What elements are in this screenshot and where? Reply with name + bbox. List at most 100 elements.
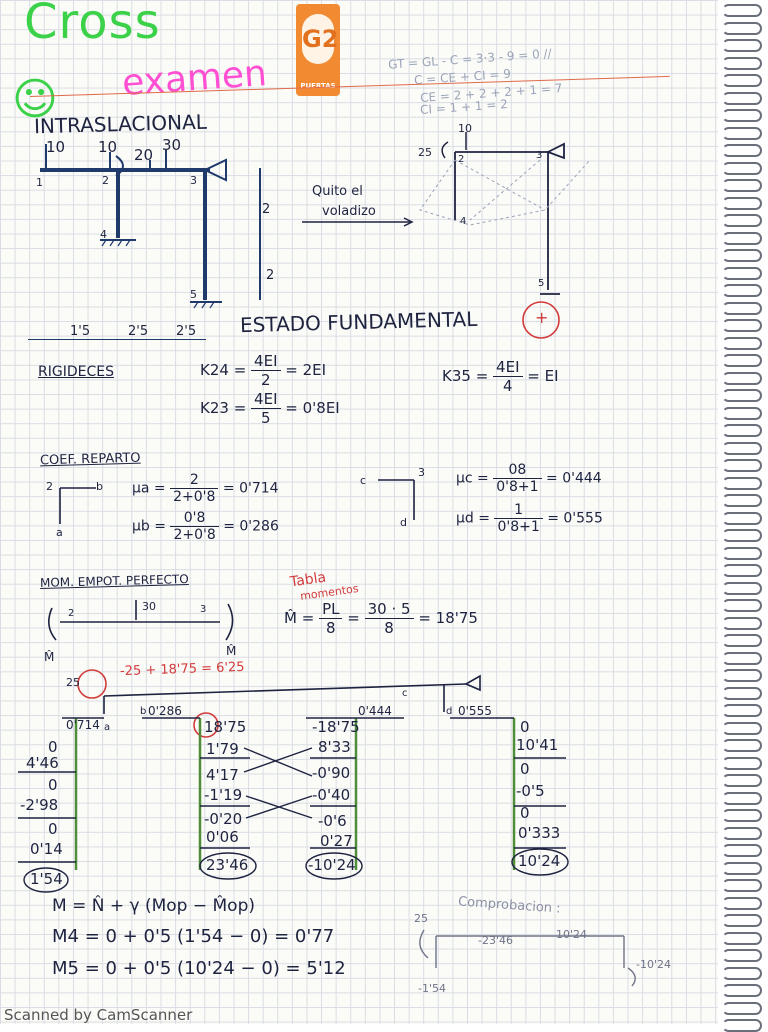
spiral-coil	[722, 336, 762, 350]
uc-num: 08	[493, 462, 542, 479]
k24-lhs: K24 =	[200, 361, 247, 379]
spiral-coil	[722, 319, 762, 332]
mom-eq: =	[347, 609, 360, 627]
col-b-val-3: 4'17	[206, 766, 239, 784]
coef-node-a: a	[56, 526, 63, 539]
load-label-2: 10	[98, 138, 118, 156]
notebook-spiral	[718, 0, 768, 1032]
col-d-val-1: 0	[520, 718, 530, 736]
spiral-coil	[722, 424, 762, 437]
load-label-1: 10	[46, 138, 66, 156]
coef-node-2: 2	[46, 480, 53, 493]
uc-den: 0'8+1	[496, 479, 539, 495]
load-label-4: 30	[162, 136, 182, 154]
ub-num: 0'8	[170, 510, 219, 527]
spiral-coil	[722, 879, 762, 892]
coef-node-c: c	[360, 474, 367, 487]
scanner-watermark: Scanned by CamScanner	[4, 1006, 193, 1024]
node-5: 5	[190, 288, 197, 301]
m4-result: M4 = 0 + 0'5 (1'54 − 0) = 0'77	[52, 926, 335, 947]
ub-rhs: = 0'286	[223, 518, 279, 535]
col-c-val-3: -0'90	[312, 764, 351, 782]
smiley-icon: ☺	[12, 74, 58, 125]
spiral-coil	[722, 861, 762, 875]
ud-num: 1	[494, 502, 543, 519]
col-c-val-5: -0'6	[318, 812, 347, 830]
load-label-3: 20	[134, 146, 154, 164]
spiral-coil	[722, 739, 762, 752]
check-val-4: -1'54	[418, 982, 446, 995]
coef-label-c-val: 0'444	[358, 704, 392, 718]
spiral-coil	[722, 1019, 762, 1032]
spiral-coil	[722, 284, 762, 297]
spiral-coil	[722, 791, 762, 805]
col-a-val-1: 0	[48, 738, 58, 756]
spiral-coil	[722, 966, 762, 980]
spiral-coil	[722, 249, 762, 262]
check-val-1: 25	[414, 912, 428, 925]
node-1: 1	[36, 176, 43, 189]
k35-rhs: = EI	[527, 367, 559, 385]
col-d-val-3: 0	[520, 760, 530, 778]
col-b-val-4: -1'19	[204, 786, 243, 804]
logo-mark: G2	[302, 14, 338, 64]
spiral-coil	[722, 109, 762, 122]
m5-result: M5 = 0 + 0'5 (10'24 − 0) = 5'12	[52, 958, 346, 979]
spiral-coil	[722, 826, 762, 840]
spiral-coil	[722, 844, 762, 857]
fundamental-sign: +	[535, 308, 549, 327]
coef-node-d: d	[400, 516, 407, 529]
k23-den: 5	[261, 409, 271, 427]
mom-node-2: 2	[68, 608, 75, 619]
col-d-val-5: 0	[520, 804, 530, 822]
spiral-coil	[722, 144, 762, 157]
col-c-result: -10'24	[308, 856, 356, 874]
spiral-coil	[722, 406, 762, 420]
col-d-val-4: -0'5	[516, 782, 545, 800]
span-label-2: 2'5	[128, 324, 149, 339]
comprobacion-sketch	[419, 929, 636, 987]
spiral-coil	[722, 581, 762, 595]
spiral-coil	[722, 949, 762, 962]
col-b-val-1: 18'75	[204, 718, 247, 736]
right-node-5: 5	[538, 278, 545, 289]
right-node-3: 3	[536, 150, 543, 161]
spiral-coil	[722, 74, 762, 87]
spiral-coil	[722, 459, 762, 472]
ua-den: 2+0'8	[173, 489, 216, 505]
check-val-2: -23'46	[478, 934, 513, 947]
ua-lhs: μa =	[132, 480, 166, 497]
col-a-val-5: 0	[48, 820, 58, 838]
col-b-result: 23'46	[206, 856, 249, 874]
col-c-val-2: 8'33	[318, 738, 351, 756]
spiral-coil	[722, 91, 762, 105]
uc-rhs: = 0'444	[546, 470, 602, 487]
mom-sketch	[48, 600, 234, 641]
check-val-5: -10'24	[636, 958, 671, 971]
ud-lhs: μd =	[456, 510, 490, 527]
notebook-page: Cross examen ☺ G2 PUERTAS GT = GL - C = …	[0, 0, 718, 1024]
cross-frame	[18, 669, 569, 893]
mom-num2: 30 · 5	[364, 600, 414, 619]
spiral-coil	[722, 634, 762, 647]
coef-label-c: c	[402, 688, 408, 699]
node-2: 2	[102, 174, 109, 187]
spiral-coil	[722, 301, 762, 315]
coef-label-a-val: 0'714	[66, 718, 100, 732]
k23-lhs: K23 =	[200, 399, 247, 417]
spiral-coil	[722, 896, 762, 910]
mom-node-3: 3	[200, 604, 207, 615]
mom-num: PL	[319, 600, 343, 619]
span-label-3: 2'5	[176, 324, 197, 339]
col-a-val-4: -2'98	[20, 796, 59, 814]
col-b-val-2: 1'79	[206, 740, 239, 758]
coef-label-d-val: 0'555	[458, 704, 492, 718]
frame-diagram	[28, 132, 591, 340]
right-load-10: 10	[458, 122, 472, 135]
ud-rhs: = 0'555	[547, 510, 603, 527]
k35-lhs: K35 =	[442, 367, 489, 385]
